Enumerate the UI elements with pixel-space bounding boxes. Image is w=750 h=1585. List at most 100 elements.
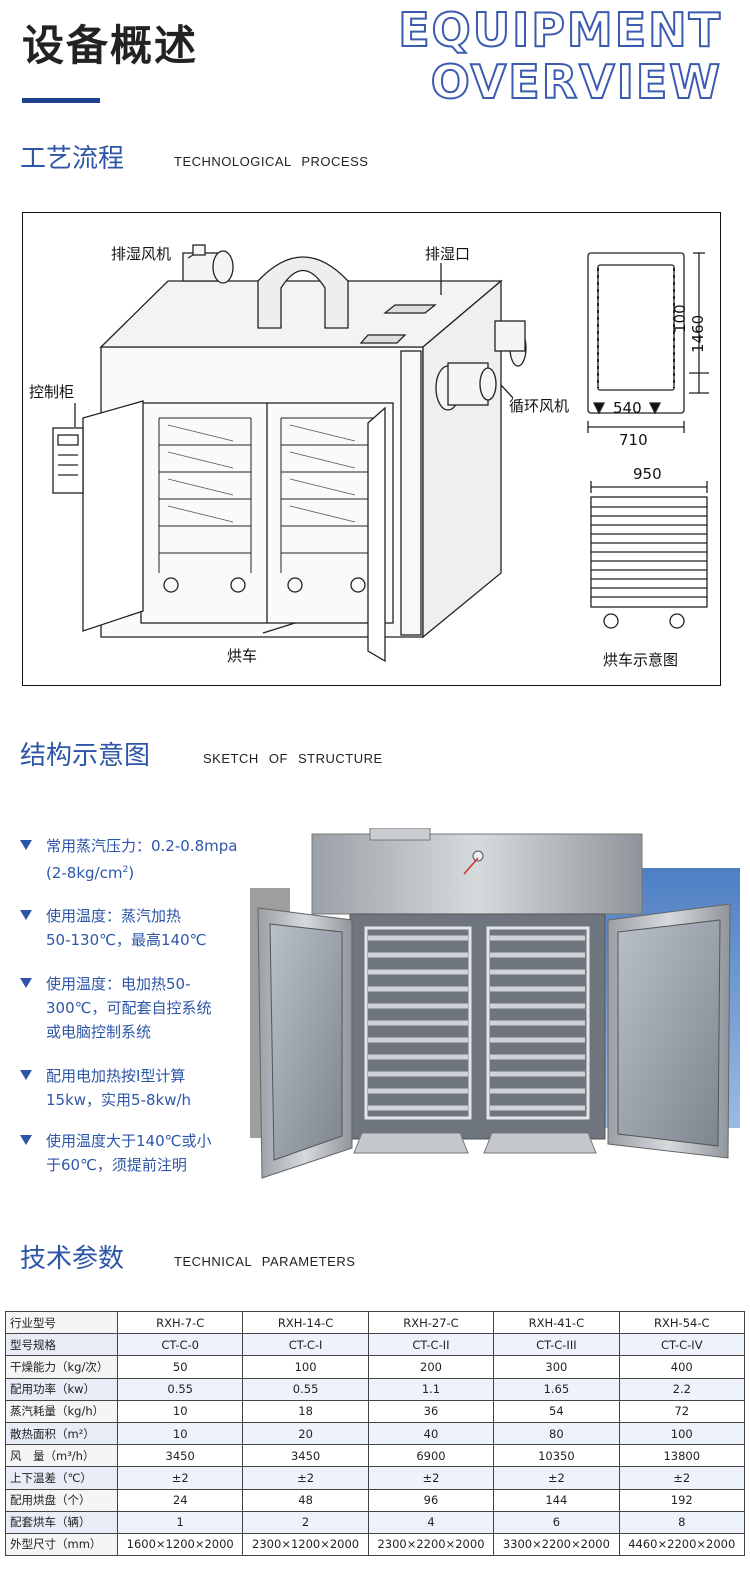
table-cell: CT-C-0	[116, 1333, 244, 1357]
page-title-en-line2: OVERVIEW	[430, 55, 722, 109]
table-row: 上下温差（℃）±2±2±2±2±2	[5, 1466, 746, 1490]
bullet-line-tail: )	[128, 864, 135, 882]
row-label: 型号规格	[5, 1333, 118, 1357]
page-title-en-line1: EQUIPMENT	[397, 3, 722, 57]
dim-540: 540	[613, 399, 642, 417]
bullet-line: (2-8kg/cm	[46, 864, 123, 882]
row-label: 散热面积（m²）	[5, 1421, 118, 1446]
label-circulation-fan: 循环风机	[509, 397, 570, 415]
table-cell: 18	[242, 1399, 369, 1423]
bullet-line: 或电脑控制系统	[46, 1023, 152, 1041]
row-label: 蒸汽耗量（kg/h）	[5, 1399, 118, 1423]
table-cell: CT-C-IV	[618, 1333, 746, 1357]
table-cell: 6900	[367, 1444, 495, 1468]
triangle-icon	[20, 910, 32, 920]
table-cell: ±2	[493, 1466, 620, 1490]
title-underline	[22, 98, 100, 103]
table-cell: 1.65	[493, 1377, 620, 1401]
dim-710: 710	[619, 431, 648, 449]
table-cell: 1600×1200×2000	[116, 1532, 244, 1557]
structure-section-title: 结构示意图	[20, 741, 151, 771]
process-section-title-en: TECHNOLOGICAL PROCESS	[174, 154, 369, 169]
bullet-line: 使用温度大于140℃或小	[46, 1132, 212, 1150]
label-cart-diagram: 烘车示意图	[603, 651, 679, 669]
table-cell: RXH-54-C	[618, 1310, 746, 1335]
label-dehumid-port: 排湿口	[425, 245, 471, 263]
table-cell: RXH-7-C	[116, 1310, 244, 1335]
dim-1460: 1460	[689, 314, 707, 353]
table-cell: 3450	[116, 1444, 244, 1468]
table-cell: RXH-27-C	[367, 1310, 495, 1335]
table-cell: 20	[242, 1421, 369, 1446]
params-section-title-en: TECHNICAL PARAMETERS	[174, 1254, 356, 1269]
table-cell: CT-C-II	[367, 1333, 495, 1357]
table-cell: 80	[493, 1421, 620, 1446]
bullet-line: 使用温度：蒸汽加热	[46, 907, 182, 925]
table-cell: 1	[116, 1510, 244, 1534]
table-cell: 10350	[493, 1444, 620, 1468]
oven-illustration	[250, 827, 740, 1179]
table-cell: 3450	[242, 1444, 369, 1468]
process-section-title: 工艺流程	[20, 144, 125, 174]
triangle-icon	[20, 1070, 32, 1080]
table-cell: 6	[493, 1510, 620, 1534]
table-cell: 400	[618, 1355, 746, 1379]
table-cell: 10	[116, 1399, 244, 1423]
row-label: 配用烘盘（个）	[5, 1488, 118, 1512]
table-cell: 100	[618, 1421, 746, 1446]
table-cell: 2300×1200×2000	[242, 1532, 369, 1557]
table-cell: 0.55	[116, 1377, 244, 1401]
bullet-line: 使用温度：电加热50-	[46, 975, 191, 993]
dryer-line-drawing	[52, 244, 709, 663]
table-cell: 10	[116, 1421, 244, 1446]
bullet-line: 常用蒸汽压力：0.2-0.8mpa	[46, 837, 238, 855]
label-cart: 烘车	[227, 647, 258, 665]
bullet-line: 50-130℃，最高140℃	[46, 931, 207, 949]
table-cell: 72	[618, 1399, 746, 1423]
table-cell: 200	[367, 1355, 495, 1379]
table-cell: 40	[367, 1421, 495, 1446]
dim-100: 100	[671, 304, 689, 333]
table-cell: RXH-14-C	[242, 1310, 369, 1335]
table-cell: RXH-41-C	[493, 1310, 620, 1335]
label-dehumid-fan: 排湿风机	[111, 245, 172, 263]
row-label: 干燥能力（kg/次）	[5, 1355, 118, 1379]
table-cell: CT-C-I	[242, 1333, 369, 1357]
table-cell: 48	[242, 1488, 369, 1512]
table-cell: 36	[367, 1399, 495, 1423]
table-cell: 1.1	[367, 1377, 495, 1401]
dim-950: 950	[633, 465, 662, 483]
table-cell: 54	[493, 1399, 620, 1423]
table-cell: CT-C-III	[493, 1333, 620, 1357]
row-label: 行业型号	[5, 1310, 118, 1335]
oven-photo	[250, 827, 740, 1188]
page-title: 设备概述	[22, 21, 199, 70]
table-cell: 4460×2200×2000	[618, 1532, 746, 1557]
table-cell: 50	[116, 1355, 244, 1379]
table-cell: 300	[493, 1355, 620, 1379]
bullet-line: 15kw，实用5-8kw/h	[46, 1091, 192, 1109]
table-cell: 3300×2200×2000	[493, 1532, 620, 1557]
bullet-line: 300℃，可配套自控系统	[46, 999, 212, 1017]
row-label: 风 量（m³/h）	[5, 1444, 118, 1468]
triangle-icon	[20, 978, 32, 988]
table-cell: 100	[242, 1355, 369, 1379]
table-cell: 2	[242, 1510, 369, 1534]
triangle-icon	[20, 1135, 32, 1145]
bullet-temp-note: 使用温度大于140℃或小 于60℃，须提前注明	[20, 1129, 255, 1177]
row-label: 配用功率（kw）	[5, 1377, 118, 1401]
table-cell: 8	[618, 1510, 746, 1534]
table-cell: 2300×2200×2000	[367, 1532, 495, 1557]
bullet-sup: 2	[122, 865, 129, 875]
table-cell: 0.55	[242, 1377, 369, 1401]
bullet-electric-temp: 使用温度：电加热50- 300℃，可配套自控系统 或电脑控制系统	[20, 972, 255, 1044]
page-title-en: EQUIPMENT OVERVIEW	[397, 3, 722, 109]
triangle-icon	[20, 840, 32, 850]
bullet-line: 于60℃，须提前注明	[46, 1156, 187, 1174]
